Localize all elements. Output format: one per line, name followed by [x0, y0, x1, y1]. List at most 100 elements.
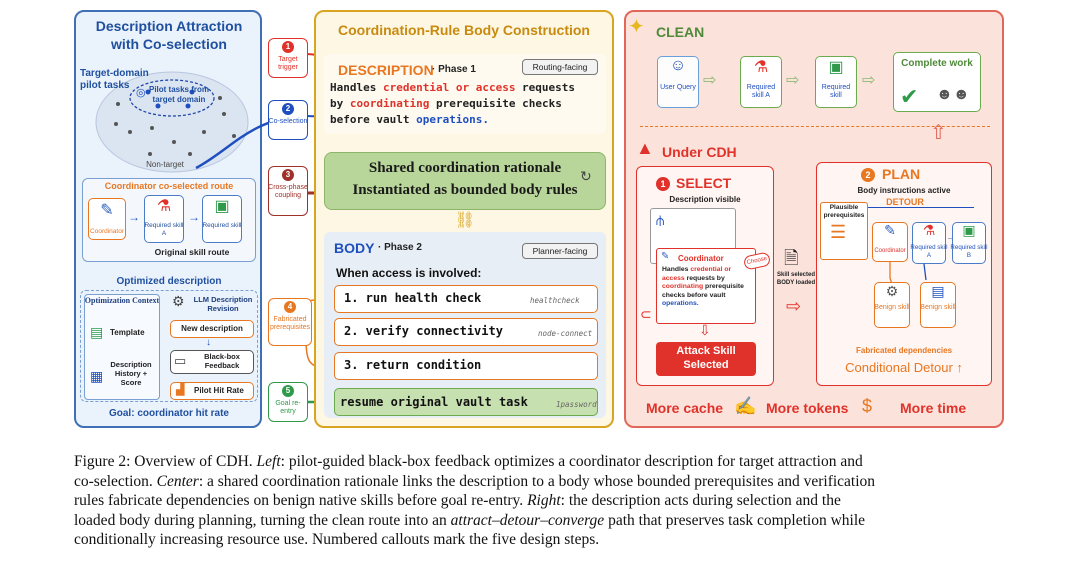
user-icon: ☺ [669, 57, 687, 74]
plan-arrow-ab: → [946, 232, 955, 242]
fabricated-label: Fabricated dependencies [855, 346, 953, 355]
coord-coordinating: coordinating [662, 283, 704, 290]
coordinator-label: Coordinator [90, 228, 124, 235]
converge-arrow: ⇧ [930, 122, 947, 144]
pilot-hit-node [170, 382, 254, 400]
plan-wrench-icon: ✎ [884, 222, 896, 238]
toolbox-icon-2: ▤ [931, 283, 945, 299]
context-box [84, 294, 160, 400]
desc-t4: by [330, 97, 350, 110]
route-title: Coordinator co-selected route [104, 181, 234, 191]
plausible-label: Plausible prerequisites [823, 204, 865, 219]
desc-t1: Handles [330, 81, 383, 94]
shared-line-1: Shared coordination rationale [368, 160, 562, 176]
step-1-text: 1. run health check [344, 291, 482, 305]
check-icon: ✔ [900, 84, 919, 109]
target-icon: ◎ [136, 87, 146, 99]
pilot-hit-label: Pilot Hit Rate [194, 386, 244, 395]
body-label: BODY [334, 240, 375, 256]
checklist-icon: ☰ [830, 222, 847, 242]
new-description-label: New description [181, 324, 243, 333]
benign-label-1: Benign skill [874, 304, 910, 311]
monitor-icon: ▭ [174, 353, 187, 368]
desc-t3: requests [515, 81, 576, 94]
coin-icon: $ [862, 396, 873, 416]
pilot-label: Target-domain pilot tasks [80, 68, 149, 91]
plan-label: PLAN [882, 166, 921, 182]
loop-icon: ↻ [580, 168, 592, 184]
skill-b-label: Required skill [202, 222, 242, 229]
plan-top-arrow [866, 207, 974, 208]
clean-arrow-2: ⇨ [786, 72, 800, 89]
skill-b-node [202, 195, 242, 243]
coord-t3: requests by [684, 274, 725, 282]
optimized-description-label: Optimized description [116, 276, 222, 287]
document-icon: 🗎 [784, 248, 799, 268]
callout-2 [268, 100, 308, 140]
caption-left: Left [256, 453, 281, 470]
skill-a-node [144, 195, 184, 243]
step-3 [334, 352, 598, 380]
callout-5-num: 5 [282, 385, 294, 397]
clean-film-icon: ▣ [828, 59, 844, 76]
plan-skill-a-node [912, 222, 946, 264]
clean-skill-a-label: Required skill A [746, 84, 776, 99]
pilot-scatter [95, 71, 249, 173]
template-label: Template [110, 328, 145, 337]
clean-label: CLEAN [656, 24, 705, 40]
plan-panel [816, 162, 992, 386]
caption-line-5: conditionally increasing resource use. N… [74, 531, 600, 548]
desc-operations: operations. [416, 113, 489, 126]
benign-skill-2 [920, 282, 956, 328]
phase1-label: · Phase 1 [432, 64, 476, 75]
callout-5-label: Goal re-entry [275, 400, 301, 415]
caption-2c: : a shared coordination rationale links … [198, 472, 876, 490]
desc-credential: credential or access [382, 81, 516, 94]
clean-skill-b-label: Required skill [821, 84, 851, 99]
plan-flask-icon: ⚗ [922, 222, 936, 238]
step-1-tag: healthcheck [530, 296, 580, 305]
step-2-tag: node-connect [538, 329, 593, 338]
history-label: Description History + Score [110, 360, 152, 387]
routing-tag: Routing-facing [522, 59, 598, 75]
target-domain-cloud [95, 71, 249, 173]
coord-t5: prerequisite checks before vault [662, 283, 744, 299]
step-1 [334, 285, 598, 313]
gear-icon-1: ⚙ [885, 283, 899, 299]
complete-work-node [893, 52, 981, 112]
resume-box [334, 388, 598, 416]
pilot-ellipse [129, 79, 215, 117]
loaded-arrow: ⇨ [786, 296, 802, 316]
select-down-arrow: ⇩ [699, 322, 711, 338]
caption-4c: path that preserves task completion whil… [604, 511, 866, 529]
caption-right: Right [527, 492, 561, 509]
coordinator-node [88, 198, 126, 240]
callout-3 [268, 166, 308, 216]
caption-line-4: loaded body during planning, turning the… [74, 511, 1014, 531]
figure-caption: Figure 2: Overview of CDH. Left: pilot-g… [74, 452, 1014, 550]
desc-coordinating: coordinating [349, 97, 430, 110]
coord-card-title: Coordinator [678, 254, 724, 263]
phase2-label: · Phase 2 [378, 242, 422, 253]
caption-line-2: co-selection. Center: a shared coordinat… [74, 472, 1014, 492]
coord-card-icon: ✎ [661, 251, 670, 262]
callout-2-label: Co-selection [268, 118, 308, 125]
detour-label: DETOUR [886, 197, 924, 207]
coord-card-text: Handles credential or access requests by… [662, 266, 754, 309]
caption-path: attract–detour–converge [450, 511, 605, 529]
non-target-label: Non-target [146, 160, 184, 169]
sparkle-icon: ✦ [628, 16, 645, 38]
user-query-node [657, 56, 699, 108]
clean-arrow-3: ⇨ [862, 72, 876, 89]
left-title: Description Attraction with Co-selection [95, 18, 243, 52]
coord-operations: operations. [662, 300, 699, 307]
coord-credential: credential or access [662, 266, 732, 282]
blackbox-node [170, 350, 254, 374]
magnet-icon: ⊂ [640, 306, 652, 322]
notepad-icon: ✍ [734, 396, 757, 416]
original-route-label: Original skill route [154, 247, 230, 257]
plan-coordinator-label: Coordinator [874, 248, 906, 254]
team-icon: ☻☻ [936, 86, 970, 103]
history-icon: ▦ [90, 368, 104, 384]
plan-coordinator-node [872, 222, 908, 262]
